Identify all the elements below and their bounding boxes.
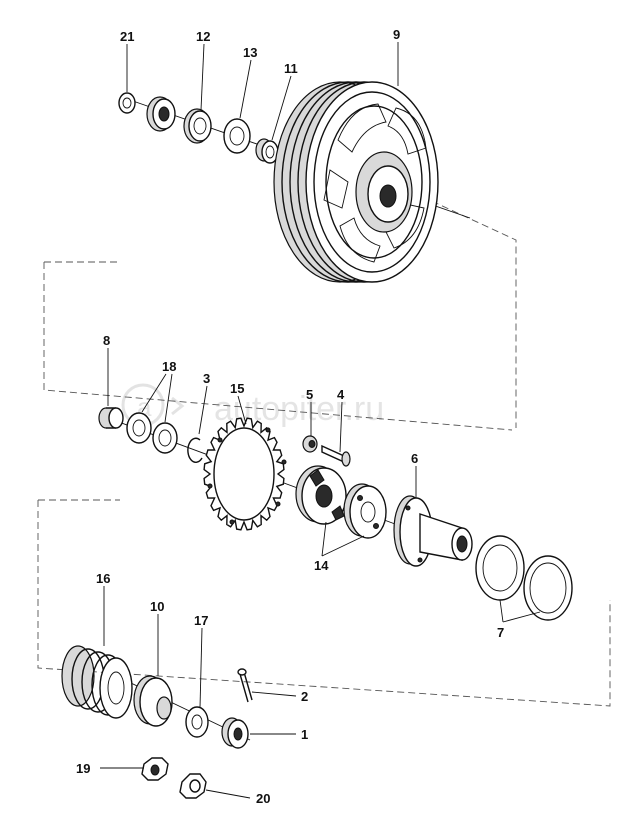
circlip-3 (187, 437, 203, 463)
callout-4: 4 (337, 387, 345, 402)
callout-15: 15 (230, 381, 244, 396)
bolt-4 (321, 444, 351, 467)
disc-10 (133, 675, 173, 727)
assembly-boundaries (37, 191, 611, 707)
callout-18: 18 (162, 359, 176, 374)
roller-8 (98, 407, 124, 429)
callout-1: 1 (301, 727, 308, 742)
callout-5: 5 (306, 387, 313, 402)
washer-7b (523, 555, 573, 621)
callout-3: 3 (203, 371, 210, 386)
callout-21: 21 (120, 29, 134, 44)
callout-10: 10 (150, 599, 164, 614)
nut-19 (141, 757, 169, 781)
nut-20 (179, 773, 207, 799)
washer-18a (126, 412, 152, 444)
bearing-upper (146, 96, 176, 132)
callout-labels: 21 12 13 11 9 8 18 3 15 5 4 6 14 7 16 10… (76, 27, 504, 806)
bearing-12 (183, 108, 212, 144)
washer-21 (118, 92, 136, 114)
washer-17 (185, 706, 209, 738)
callout-11: 11 (284, 61, 298, 76)
nut-5 (302, 435, 318, 453)
castle-nut-1 (221, 717, 249, 749)
sprocket-15 (203, 417, 287, 531)
callout-20: 20 (256, 791, 270, 806)
cotter-pin-2 (237, 668, 253, 703)
callout-19: 19 (76, 761, 90, 776)
callout-8: 8 (103, 333, 110, 348)
washer-7a (475, 535, 525, 601)
pulley-9 (273, 81, 439, 283)
callout-6: 6 (411, 451, 418, 466)
leader-lines (100, 42, 541, 799)
coupling-14a (295, 465, 347, 525)
callout-16: 16 (96, 571, 110, 586)
spring-16 (61, 645, 133, 719)
callout-9: 9 (393, 27, 400, 42)
callout-17: 17 (194, 613, 208, 628)
callout-7: 7 (497, 625, 504, 640)
callout-12: 12 (196, 29, 210, 44)
callout-2: 2 (301, 689, 308, 704)
callout-14: 14 (314, 558, 329, 573)
spacer-11 (255, 138, 279, 164)
coupling-14b (343, 483, 387, 539)
flange-hub-6 (393, 495, 473, 567)
callout-13: 13 (243, 45, 257, 60)
washer-18b (152, 422, 178, 454)
watermark: a autopiter.ru (121, 383, 384, 428)
washer-13 (223, 118, 251, 154)
